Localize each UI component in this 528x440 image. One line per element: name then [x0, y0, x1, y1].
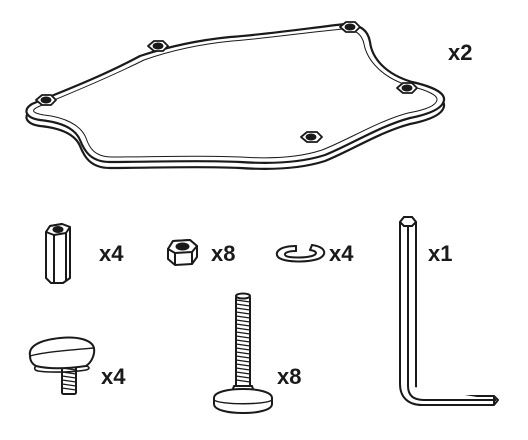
mounting-plate-icon: [25, 21, 446, 170]
split-washer-icon: [275, 244, 326, 263]
plate-quantity-label: x2: [448, 40, 473, 65]
thumb-screw-quantity-label: x4: [101, 364, 126, 389]
nut-quantity-label: x8: [211, 241, 236, 266]
carriage-bolt-icon: [213, 292, 273, 414]
thumb-screw-icon: [28, 336, 96, 395]
hex-nut-icon: [167, 239, 198, 266]
hex-spacer-icon: [45, 223, 71, 284]
hex-key-icon: [399, 216, 499, 406]
hex-key-quantity-label: x1: [428, 241, 453, 266]
bolt-quantity-label: x8: [277, 364, 302, 389]
washer-quantity-label: x4: [329, 241, 354, 266]
spacer-quantity-label: x4: [99, 241, 124, 266]
